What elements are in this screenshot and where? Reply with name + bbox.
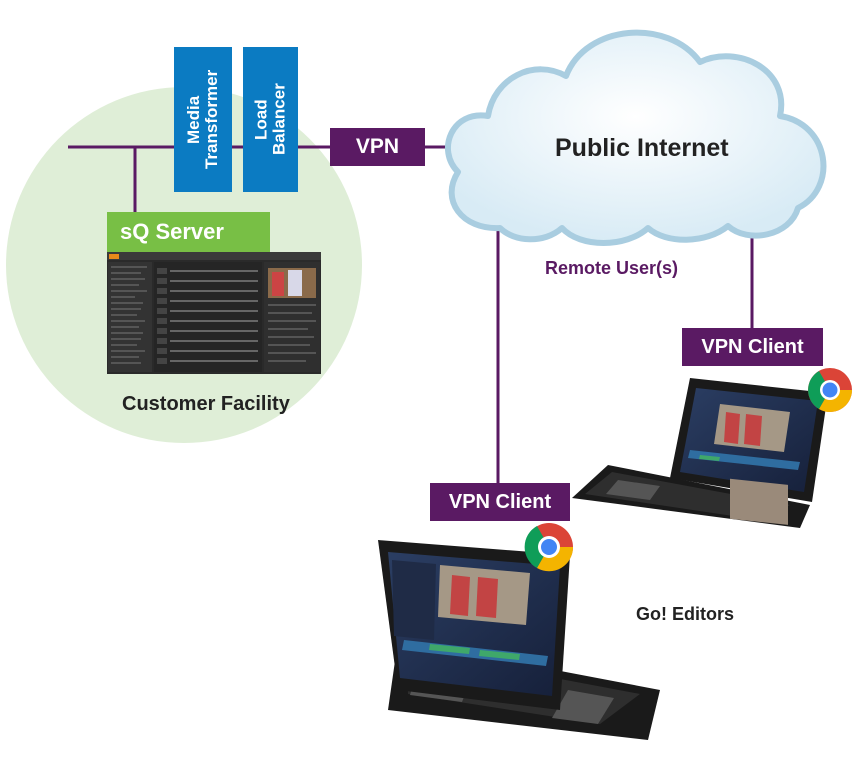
vpn-client-right-banner (682, 328, 823, 366)
vpn-client-right-label: VPN Client (701, 335, 804, 358)
load-balancer-box (243, 47, 298, 192)
remote-users-label: Remote User(s) (545, 258, 679, 278)
vpn-client-left-banner (430, 483, 570, 521)
media-transformer-label: Media Transformer (184, 69, 221, 170)
chrome-icon (524, 523, 574, 572)
vpn-client-left-label: VPN Client (448, 490, 552, 513)
customer-facility-label: Customer Facility (122, 393, 290, 415)
vpn-box (330, 128, 425, 166)
public-internet-label: Public Internet (555, 134, 729, 162)
laptop-icon (572, 378, 828, 528)
laptop-icon (378, 540, 660, 740)
cloud-icon (445, 29, 827, 246)
vpn-label: VPN (355, 135, 400, 158)
go-editors-label: Go! Editors (636, 604, 734, 624)
sq-server-banner (107, 212, 270, 252)
chrome-icon (808, 368, 852, 412)
load-balancer-label: Load Balancer (251, 83, 289, 156)
media-transformer-box (174, 47, 232, 192)
sq-server-screenshot (107, 252, 321, 374)
sq-server-label: sQ Server (120, 219, 224, 244)
